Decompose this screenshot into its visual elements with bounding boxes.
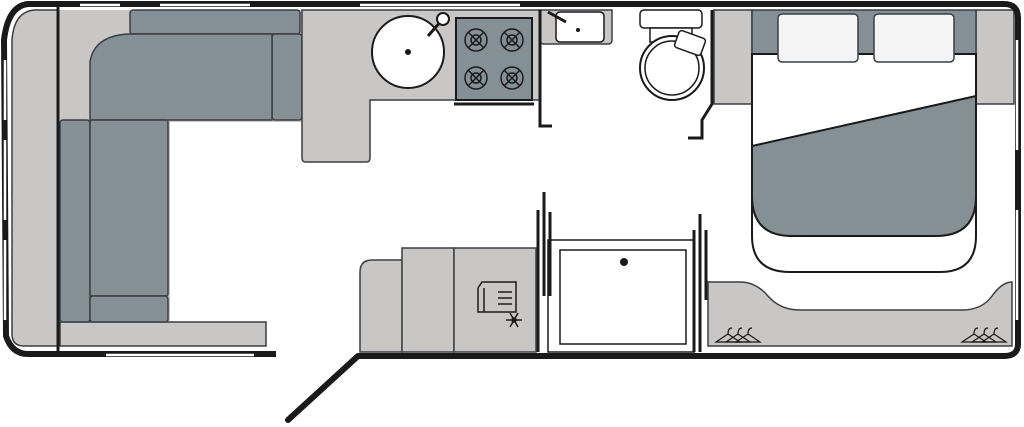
washroom-door[interactable] bbox=[538, 10, 552, 128]
bedroom-side-cabinet-left bbox=[713, 9, 753, 105]
washroom-door-right[interactable] bbox=[688, 10, 714, 140]
pillow-right bbox=[873, 13, 955, 63]
fridge-freezer-icon bbox=[477, 281, 522, 328]
sink-icon bbox=[371, 12, 450, 89]
toilet-icon bbox=[639, 9, 707, 101]
kitchen bbox=[301, 9, 541, 163]
pillow-left bbox=[777, 13, 859, 63]
windows bbox=[3, 3, 1019, 357]
side-seat-cushion bbox=[89, 119, 169, 297]
front-lounge bbox=[11, 9, 303, 347]
clothes-hanger-icon bbox=[960, 327, 1008, 343]
wardrobe-unit bbox=[707, 281, 1013, 347]
back-cushion-right bbox=[271, 33, 303, 121]
rear-bedroom bbox=[707, 9, 1015, 347]
back-cushion-top bbox=[129, 9, 301, 35]
cabinet-unit bbox=[401, 247, 455, 353]
corner-seat-cushion bbox=[89, 33, 273, 121]
end-seat-cushion bbox=[89, 295, 169, 323]
basin-icon bbox=[547, 10, 605, 43]
entrance-door[interactable] bbox=[285, 353, 361, 423]
fridge-unit bbox=[453, 247, 537, 353]
bed-duvet bbox=[751, 94, 977, 237]
back-cushion-left bbox=[59, 119, 91, 323]
hob-icon bbox=[454, 17, 534, 106]
storage-units bbox=[359, 247, 537, 353]
lounge-foot-step bbox=[59, 321, 267, 347]
front-cabinet bbox=[11, 9, 59, 347]
clothes-hanger-icon bbox=[714, 327, 762, 343]
washroom bbox=[538, 9, 714, 140]
shower-tray-icon bbox=[559, 249, 687, 345]
bedroom-side-cabinet-right bbox=[975, 9, 1015, 105]
side-cabinet bbox=[359, 259, 403, 353]
shower-cubicle bbox=[536, 192, 708, 353]
